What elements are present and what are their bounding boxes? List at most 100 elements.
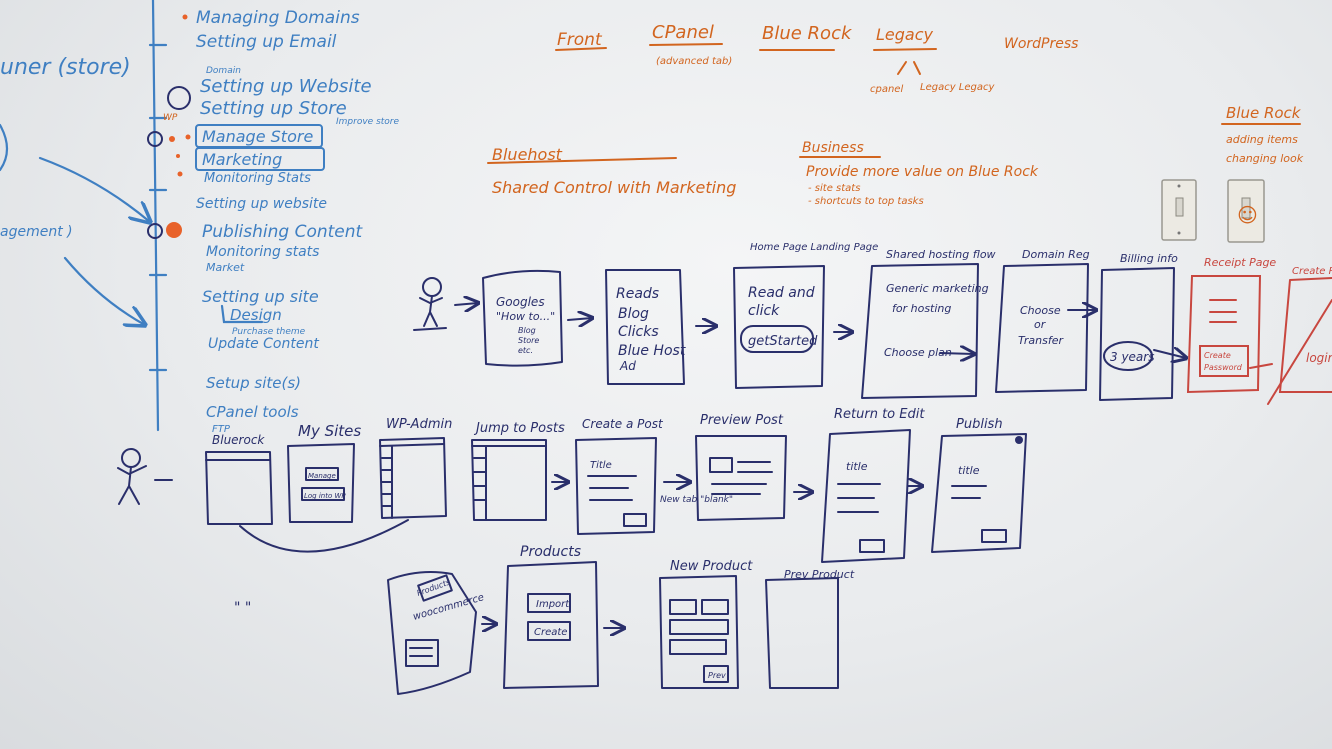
- smiley-icon: ☺: [1237, 203, 1258, 227]
- frame-text: Blog: [518, 326, 536, 335]
- header-front: Front: [557, 30, 603, 50]
- timeline-item: Managing Domains: [196, 8, 360, 28]
- frame-title: Create a Post: [582, 417, 664, 431]
- frame-title: Return to Edit: [834, 407, 925, 422]
- timeline-item: Setting up Email: [196, 32, 337, 52]
- flow-frame: [861, 263, 979, 399]
- frame-text: Blog: [618, 306, 649, 322]
- user-figure-icon: [117, 448, 147, 505]
- flow-frame: [695, 435, 787, 521]
- timeline-note: Domain: [206, 66, 241, 76]
- frame-text: Clicks: [618, 324, 659, 340]
- flow-frame: [387, 571, 477, 695]
- frame-title: Shared hosting flow: [886, 248, 996, 261]
- frame-text: Generic marketing: [886, 282, 989, 295]
- flow-frame: [575, 437, 657, 535]
- frame-text: Import: [536, 599, 570, 610]
- frame-title: My Sites: [298, 422, 361, 440]
- header-wordpress: WordPress: [1004, 36, 1078, 52]
- business-title: Business: [802, 140, 864, 156]
- flow-frame: [765, 577, 839, 689]
- flow-frame: [379, 437, 447, 519]
- business-bullet: - shortcuts to top tasks: [808, 196, 924, 207]
- flow-frame: [605, 269, 685, 385]
- timeline-item: Monitoring Stats: [204, 171, 311, 186]
- frame-text: Transfer: [1018, 334, 1064, 347]
- log-into-wp-button: [301, 487, 345, 501]
- timeline-node: [167, 86, 191, 110]
- flow-frame: [1099, 267, 1175, 401]
- business-body: Provide more value on Blue Rock: [806, 164, 1039, 180]
- frame-text: or: [1034, 318, 1047, 331]
- bluerock-bullet: adding items: [1226, 133, 1298, 146]
- frame-title: Billing info: [1120, 252, 1178, 265]
- new-tab-note: New tab "blank": [660, 495, 733, 505]
- flow-frame: [482, 269, 563, 367]
- timeline-item: Design: [230, 306, 282, 324]
- frame-text: for hosting: [892, 302, 951, 315]
- orange-dot: [166, 222, 182, 238]
- frame-text: Log into WP: [304, 492, 346, 500]
- frame-text: Googles: [496, 295, 545, 309]
- timeline: [0, 0, 325, 432]
- frame-title: Bluerock: [212, 433, 265, 447]
- header-cpanel: CPanel: [652, 22, 714, 43]
- timeline-item: Setting up site: [202, 287, 319, 306]
- frame-text: Choose plan: [884, 346, 952, 359]
- timeline-item: Marketing: [202, 150, 282, 169]
- frame-title: Create Post: [1292, 266, 1332, 277]
- frame-title: Jump to Posts: [473, 421, 565, 436]
- agreement-label: agement ): [0, 224, 73, 240]
- frame-text: login: [1306, 351, 1332, 365]
- frame-text: title: [846, 460, 868, 473]
- timeline-item: Monitoring stats: [206, 244, 319, 260]
- create-password-button: [1199, 345, 1249, 377]
- timeline-item: Setting up Store: [200, 98, 347, 119]
- plan-option: [1103, 341, 1153, 371]
- wall-switch: ☺: [1227, 179, 1265, 243]
- frame-text: Title: [590, 460, 612, 471]
- wall-switch: [1161, 179, 1197, 241]
- timeline-item: CPanel tools: [206, 403, 299, 421]
- timeline-item: Publishing Content: [202, 222, 364, 242]
- timeline-note: Purchase theme: [232, 327, 306, 337]
- flow-frame: [1186, 275, 1262, 394]
- flow-frame: [995, 263, 1089, 393]
- wp-note: WP: [163, 113, 178, 123]
- frame-text: 3 years: [1110, 350, 1154, 364]
- owner-label: uner (store): [0, 55, 131, 80]
- frame-text: Blue Host: [618, 343, 686, 359]
- frame-text: Password: [1204, 363, 1243, 372]
- frame-text: Reads: [616, 286, 659, 302]
- frame-text: Read and: [748, 285, 815, 301]
- timeline-node: [147, 223, 163, 239]
- frame-text: Manage: [308, 472, 336, 480]
- timeline-item: Setting up website: [196, 196, 327, 212]
- flow-frame: [503, 561, 599, 689]
- frame-title: Publish: [956, 417, 1003, 432]
- flow-frame: [205, 451, 273, 525]
- improve-store-note: Improve store: [336, 117, 399, 127]
- frame-text: title: [958, 464, 980, 477]
- flow-frame: [471, 439, 547, 521]
- frame-text: Store: [518, 336, 539, 345]
- header-legacy: Legacy: [876, 25, 934, 44]
- business-bullet: - site stats: [808, 183, 860, 194]
- header-bluerock: Blue Rock: [762, 23, 853, 44]
- frame-title: New Product: [670, 559, 753, 574]
- timeline-item: Update Content: [208, 336, 319, 352]
- create-button: [527, 621, 571, 641]
- timeline-note: FTP: [212, 424, 231, 435]
- flow-frame: [733, 265, 825, 389]
- frame-text: Prev: [708, 671, 726, 680]
- timeline-item: Setup site(s): [206, 374, 301, 392]
- frame-text: getStarted: [748, 334, 818, 349]
- ditto-marks: " ": [234, 600, 251, 616]
- frame-text: Create: [534, 627, 567, 638]
- frame-title: Receipt Page: [1204, 256, 1276, 269]
- timeline-item: Setting up Website: [200, 76, 372, 97]
- manage-button: [305, 467, 339, 481]
- frame-title: Domain Reg: [1022, 248, 1090, 261]
- frame-text: Create: [1204, 351, 1231, 360]
- frame-text: etc.: [518, 346, 533, 355]
